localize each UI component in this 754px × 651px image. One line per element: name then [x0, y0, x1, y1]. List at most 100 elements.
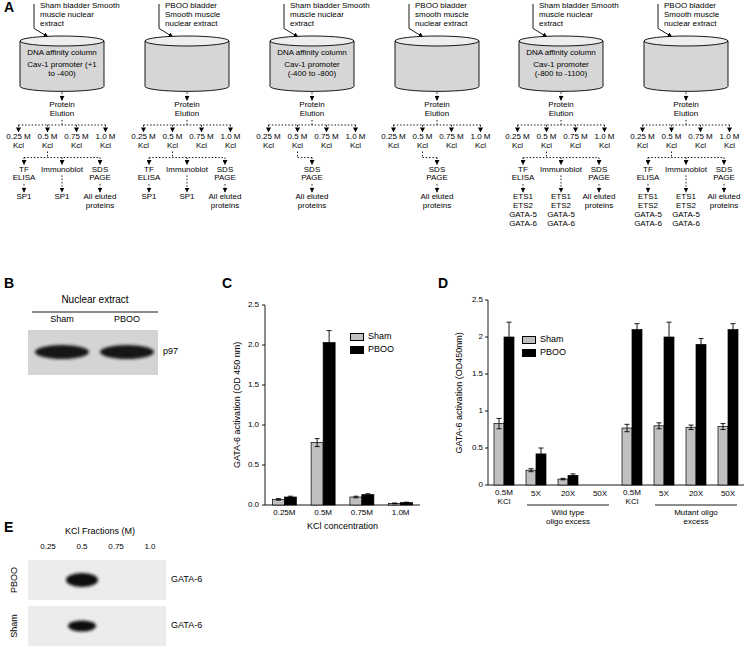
error-cap	[315, 438, 320, 439]
fraction-label: 1.0 M Kcl	[716, 133, 743, 151]
flow-arrow	[437, 158, 438, 165]
flow-arrow	[62, 158, 63, 165]
result-label: ETS1 ETS2 GATA-5 GATA-6	[632, 193, 664, 228]
flow-line	[671, 152, 672, 158]
extract-label: PBOO bladder Smooth muscle nuclear extra…	[664, 2, 744, 28]
axis-line	[488, 300, 744, 485]
group-bracket	[655, 505, 737, 506]
column-name: DNA affinity column	[274, 49, 350, 58]
bar	[362, 495, 374, 505]
bar	[632, 330, 642, 485]
panel-letter: D	[438, 276, 448, 291]
result-label: All eluted proteins	[579, 193, 619, 211]
error-cap	[731, 335, 736, 336]
column-outline	[644, 36, 728, 91]
tick-label: 0	[479, 481, 483, 490]
tick-label: 2.0	[248, 341, 259, 350]
error-cap	[571, 476, 576, 477]
fraction-label: 0.5 M Kcl	[159, 133, 186, 151]
result-label: ETS1 ETS2 GATA-5 GATA-6	[670, 193, 702, 228]
error-cap	[699, 338, 704, 339]
column-name: DNA affinity column	[523, 49, 599, 58]
column-body	[20, 41, 104, 91]
band-label: p97	[163, 347, 178, 357]
category-label: 0.25M	[273, 509, 295, 518]
legend-swatch	[350, 333, 364, 341]
error-cap	[276, 498, 281, 499]
flow-arrow	[437, 184, 438, 192]
category-label: 50X	[593, 490, 607, 499]
flow-line	[561, 120, 562, 125]
fraction-label: 1.0 M Kcl	[342, 133, 369, 151]
flow-arrow	[312, 184, 313, 192]
column-top	[395, 36, 479, 46]
group-bracket	[527, 505, 609, 506]
tick-label: 0.5	[472, 444, 483, 453]
extract-label: Sham bladder Smooth muscle nuclear extra…	[40, 2, 120, 28]
method-label: TF ELISA	[633, 166, 663, 184]
error-cap	[721, 423, 726, 424]
extract-label: Sham bladder Smooth muscle nuclear extra…	[290, 2, 370, 28]
step-label: Protein Elution	[541, 101, 581, 119]
branch-line	[298, 157, 313, 158]
extract-label: Sham bladder Smooth muscle nuclear extra…	[539, 2, 619, 28]
error-cap	[625, 431, 630, 432]
flow-line	[297, 152, 298, 158]
bar	[350, 497, 362, 505]
branch-line	[643, 124, 730, 125]
result-label: All eluted proteins	[292, 193, 332, 211]
fraction-label: 0.5 M Kcl	[658, 133, 685, 151]
bar	[504, 337, 514, 485]
extract-label: PBOO bladder smooth muscle nuclear extra…	[415, 2, 495, 28]
fraction-label: 0.25 M Kcl	[130, 133, 157, 151]
bar	[401, 503, 413, 505]
flow-arrow	[143, 125, 144, 132]
tick-label: 0.5	[248, 461, 259, 470]
bar	[622, 428, 632, 485]
flow-arrow	[642, 125, 643, 132]
axis-title: KCl concentration	[307, 522, 378, 532]
tick-label: 2.5	[472, 296, 483, 305]
error-cap	[689, 429, 694, 430]
error-cap	[571, 473, 576, 474]
error-cap	[507, 351, 512, 352]
header-label: Nuclear extract	[61, 294, 128, 305]
error-cap	[392, 503, 397, 504]
flow-arrow	[312, 92, 313, 100]
flow-arrow	[604, 125, 605, 132]
error-cap	[404, 502, 409, 503]
method-label: SDS PAGE	[210, 166, 240, 184]
flow-arrow	[700, 125, 701, 132]
error-cap	[365, 493, 370, 494]
result-label: All eluted proteins	[704, 193, 744, 211]
legend-swatch	[350, 346, 364, 354]
fraction-label: 0.5 M Kcl	[34, 133, 61, 151]
flow-arrow	[225, 184, 226, 192]
flow-arrow	[149, 184, 150, 192]
fraction-label: 1.0	[144, 543, 155, 552]
error-cap	[353, 496, 358, 497]
category-label: 0.5M KCl	[490, 489, 518, 507]
error-bar	[733, 324, 734, 336]
flow-arrow	[18, 125, 19, 132]
lane-label: Sham	[50, 315, 74, 325]
error-bar	[659, 423, 660, 429]
method-label: Immunoblot	[665, 166, 707, 175]
fraction-label: 0.5	[76, 543, 87, 552]
flow-arrow	[724, 184, 725, 192]
error-bar	[627, 424, 628, 431]
flow-arrow	[437, 92, 438, 100]
column-body	[145, 41, 229, 91]
tick-label: 0.0	[248, 501, 259, 510]
promoter-region: Cav-1 promoter (-800 to -1100)	[523, 61, 599, 79]
method-label: Immunoblot	[166, 166, 208, 175]
result-label: All eluted proteins	[205, 193, 245, 211]
error-cap	[657, 428, 662, 429]
fraction-label: 0.75 M Kcl	[562, 133, 589, 151]
tick-label: 2.5	[248, 301, 259, 310]
group-label: Mutant oligo excess	[671, 509, 721, 527]
tick-label: 2	[479, 333, 483, 342]
flow-line	[686, 120, 687, 125]
flow-arrow	[62, 175, 63, 192]
error-bar	[701, 338, 702, 350]
